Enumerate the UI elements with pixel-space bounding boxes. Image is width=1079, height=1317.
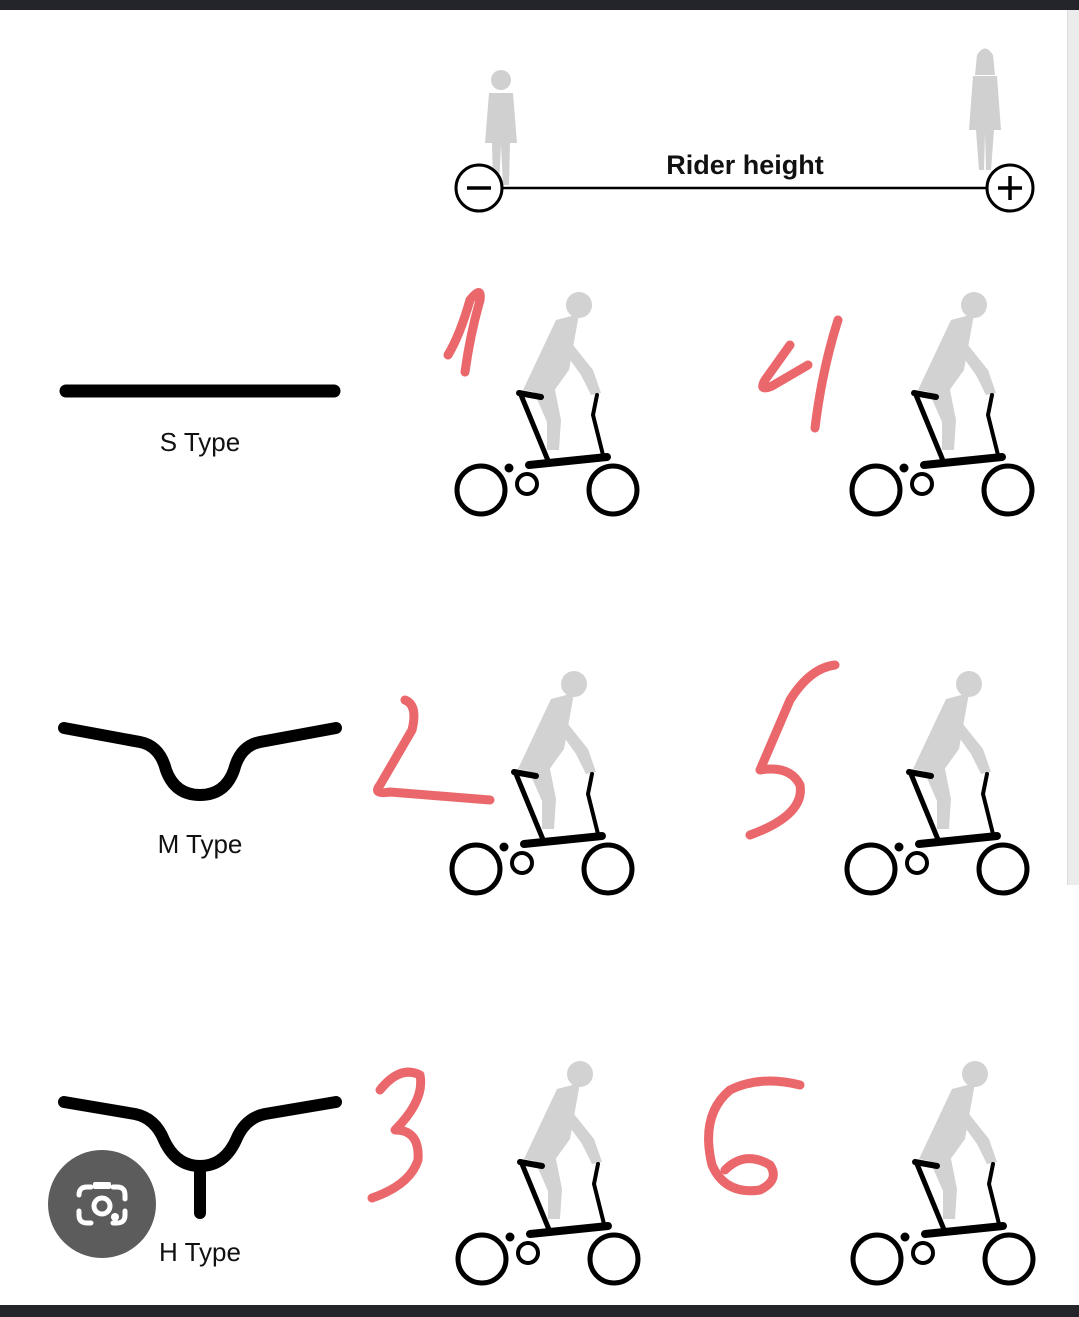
bike-rider-3 [458, 1061, 638, 1283]
s-type-label: S Type [159, 427, 241, 457]
annotation-3 [367, 1067, 426, 1203]
annotation-4 [758, 315, 843, 433]
m-type-label: M Type [157, 829, 243, 859]
m-type-handlebar [58, 722, 342, 801]
tall-person-silhouette [969, 48, 1001, 170]
annotation-6 [704, 1076, 805, 1196]
google-lens-button[interactable] [48, 1150, 156, 1258]
plus-icon [985, 163, 1035, 213]
annotation-5 [745, 660, 840, 840]
bike-rider-4 [852, 292, 1032, 514]
bike-rider-2 [452, 671, 632, 893]
scrollbar[interactable] [1067, 10, 1079, 885]
annotation-2 [373, 695, 495, 805]
bottom-nav-bar [0, 1305, 1079, 1317]
minus-icon [454, 163, 504, 213]
h-type-label: H Type [159, 1237, 241, 1267]
bike-rider-6 [853, 1061, 1033, 1283]
h-type-handlebar [58, 1096, 342, 1219]
annotation-1 [443, 288, 485, 377]
bike-rider-5 [847, 671, 1027, 893]
bike-rider-1 [457, 292, 637, 514]
top-status-bar [0, 0, 1079, 10]
google-lens-icon [76, 1182, 128, 1226]
rider-height-label: Rider height [666, 150, 824, 180]
